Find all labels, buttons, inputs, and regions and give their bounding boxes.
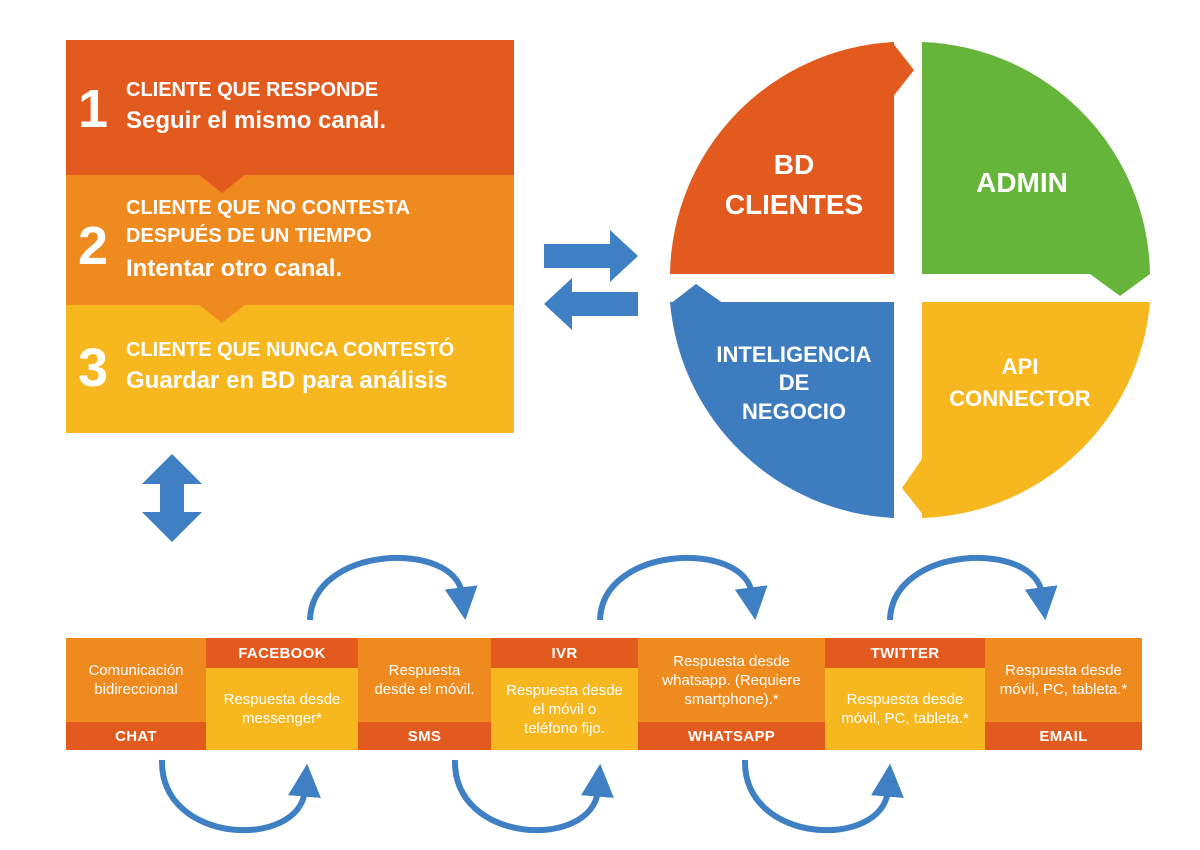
step-1-heading: CLIENTE QUE RESPONDE [126,79,379,101]
channel-twitter-label: TWITTER [825,638,985,668]
channel-sms-description: Respuesta desde el móvil. [358,638,491,722]
step-notch-2 [198,304,246,323]
channel-twitter-description: Respuesta desde móvil, PC, tableta.* [825,668,985,750]
label-api-2: CONNECTOR [949,386,1090,411]
label-bd-clientes-1: BD [774,149,814,180]
arrow-bottom-3 [741,759,904,834]
label-inteligencia-1: INTELIGENCIA [716,342,871,367]
arrow-top-2 [597,555,768,621]
step-2-action: Intentar otro canal. [126,255,343,282]
quadrant-api-connector [902,302,1150,518]
channel-facebook-description: Respuesta desde messenger* [206,668,358,750]
step-2-heading-line-2: DESPUÉS DE UN TIEMPO [126,225,372,247]
channel-whatsapp-label: WHATSAPP [638,722,825,750]
label-inteligencia-3: NEGOCIO [742,399,846,424]
step-3-action: Guardar en BD para análisis [126,367,448,394]
exchange-arrows-icon [544,230,638,330]
step-notch-1 [198,174,246,193]
step-3-box: 3 CLIENTE QUE NUNCA CONTESTÓ Guardar en … [66,305,514,433]
step-1-number: 1 [78,79,109,139]
label-inteligencia-2: DE [779,370,810,395]
arrow-bottom-2 [451,759,614,834]
step-2-box: 2 CLIENTE QUE NO CONTESTA DESPUÉS DE UN … [66,175,514,305]
channel-ivr-description: Respuesta desde el móvil o teléfono fijo… [491,668,638,750]
step-1-box: 1 CLIENTE QUE RESPONDE Seguir el mismo c… [66,40,514,175]
step-3-heading: CLIENTE QUE NUNCA CONTESTÓ [126,339,455,361]
arrow-top-1 [307,555,478,621]
modules-circle: BD CLIENTES ADMIN INTELIGENCIA DE NEGOCI… [670,42,1150,518]
label-admin: ADMIN [976,167,1068,198]
step-1-action: Seguir el mismo canal. [126,107,387,134]
label-api-1: API [1002,354,1039,379]
quadrant-admin [922,42,1150,296]
channel-facebook-label: FACEBOOK [206,638,358,668]
channel-whatsapp-description: Respuesta desde whatsapp. (Requiere smar… [638,638,825,722]
step-2-number: 2 [78,216,109,276]
arrow-bottom-1 [158,759,321,834]
step-2-heading-line-1: CLIENTE QUE NO CONTESTA [126,197,411,219]
label-bd-clientes-2: CLIENTES [725,189,863,220]
channel-sms-label: SMS [358,722,491,750]
channel-chat-description: Comunicación bidireccional [66,638,206,722]
vertical-double-arrow-icon [142,454,202,542]
channel-ivr-label: IVR [491,638,638,668]
arrow-top-3 [887,555,1058,621]
quadrant-inteligencia-negocio [670,284,894,518]
channel-email-description: Respuesta desde móvil, PC, tableta.* [985,638,1142,722]
channel-chat-label: CHAT [66,722,206,750]
channel-email-label: EMAIL [985,722,1142,750]
step-3-number: 3 [78,338,109,398]
quadrant-bd-clientes [670,42,914,274]
